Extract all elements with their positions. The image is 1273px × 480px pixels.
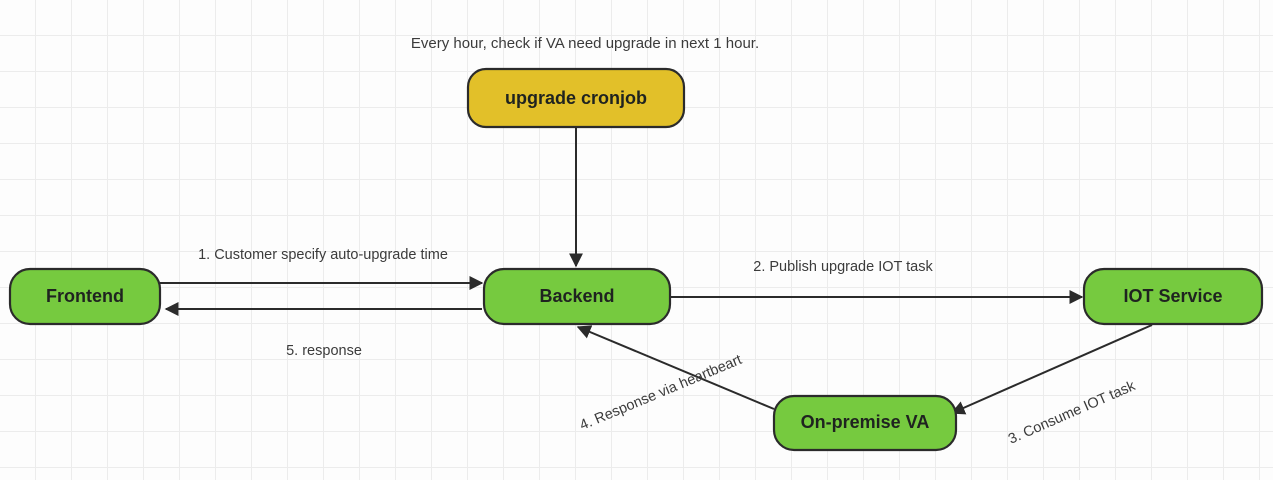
node-on-premise-va-shape[interactable] (772, 394, 958, 452)
node-upgrade-cronjob[interactable]: upgrade cronjob (466, 67, 686, 129)
node-on-premise-va[interactable]: On-premise VA (772, 394, 958, 452)
node-iot-service-label: IOT Service (1123, 286, 1222, 306)
edge-label-4: 4. Response via heartbeart (578, 352, 745, 434)
edge-label-3: 3. Consume IOT task (1006, 378, 1138, 448)
node-backend-label: Backend (539, 286, 614, 306)
node-frontend-label: Frontend (46, 286, 124, 306)
node-on-premise-va-label: On-premise VA (801, 412, 930, 432)
node-iot-service-shape[interactable] (1082, 267, 1264, 326)
edge-label-1: 1. Customer specify auto-upgrade time (198, 247, 448, 263)
edge-backend-to-iot: 2. Publish upgrade IOT task (670, 259, 1084, 304)
node-frontend-shape[interactable] (8, 267, 162, 326)
edge-backend-to-frontend: 5. response (164, 302, 482, 359)
edge-iot-to-va: 3. Consume IOT task (950, 324, 1153, 448)
node-upgrade-cronjob-label: upgrade cronjob (505, 88, 647, 108)
node-upgrade-cronjob-shape[interactable] (466, 67, 686, 129)
edge-label-2: 2. Publish upgrade IOT task (753, 259, 933, 275)
node-frontend[interactable]: Frontend (8, 267, 162, 326)
node-backend-shape[interactable] (482, 267, 672, 326)
node-backend[interactable]: Backend (482, 267, 672, 326)
edge-frontend-to-backend: 1. Customer specify auto-upgrade time (160, 247, 484, 290)
edge-va-to-backend: 4. Response via heartbeart (576, 325, 775, 434)
edge-label-5: 5. response (286, 343, 362, 359)
node-iot-service[interactable]: IOT Service (1082, 267, 1264, 326)
cronjob-note: Every hour, check if VA need upgrade in … (411, 35, 759, 52)
